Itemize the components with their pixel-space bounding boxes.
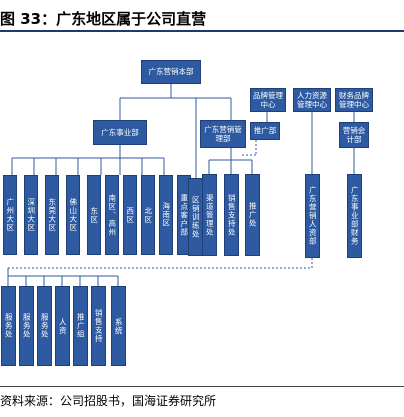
node-sales-support: 销售支持处 <box>224 174 239 256</box>
node-flat-training: 区销训练处 <box>188 178 203 256</box>
office-promo-team: 推广组 <box>73 286 88 366</box>
office-service-2: 服务处 <box>19 286 34 366</box>
node-gd-hr: 广东营销人资部 <box>305 174 320 258</box>
node-business-unit: 广东事业部 <box>93 120 147 145</box>
region-east: 东区 <box>87 175 101 255</box>
title-divider <box>0 30 404 32</box>
figure-title: 图 33：广东地区属于公司直营 <box>0 10 207 28</box>
node-finance-brand-mgmt: 财务品牌管理中心 <box>335 88 373 112</box>
node-hr-mgmt: 人力资源管理中心 <box>293 88 331 112</box>
node-brand-mgmt: 品牌管理中心 <box>250 88 286 112</box>
office-service-1: 服务处 <box>1 286 16 366</box>
node-channel-mgmt: 渠道管理处 <box>202 174 217 256</box>
region-foshan: 佛山大区 <box>66 175 80 255</box>
node-sales-accounting: 营销会计部 <box>339 122 369 148</box>
region-dongguan: 东莞大区 <box>45 175 59 255</box>
region-west: 西区 <box>123 175 137 255</box>
node-promo-office: 推广处 <box>245 174 260 256</box>
office-hr: 人资 <box>55 286 70 366</box>
region-shenzhen: 深圳大区 <box>24 175 38 255</box>
office-sales-support: 销售支持 <box>91 286 106 366</box>
office-system: 系统 <box>111 286 126 366</box>
node-gd-finance: 广东事业部财务 <box>347 174 362 258</box>
node-promo-dept: 推广部 <box>250 122 280 140</box>
source-divider <box>0 386 404 387</box>
figure-source: 资料来源：公司招股书，国海证券研究所 <box>0 394 217 408</box>
node-sales-mgmt: 广东营销管理部 <box>200 120 246 148</box>
region-north: 北区 <box>141 175 155 255</box>
office-service-3: 服务处 <box>37 286 52 366</box>
region-guangzhou: 广州大区 <box>3 175 17 255</box>
node-hq: 广东营销本部 <box>141 60 201 84</box>
region-south: 南区、高州 <box>105 175 119 255</box>
region-hainan: 海南区 <box>159 175 173 255</box>
